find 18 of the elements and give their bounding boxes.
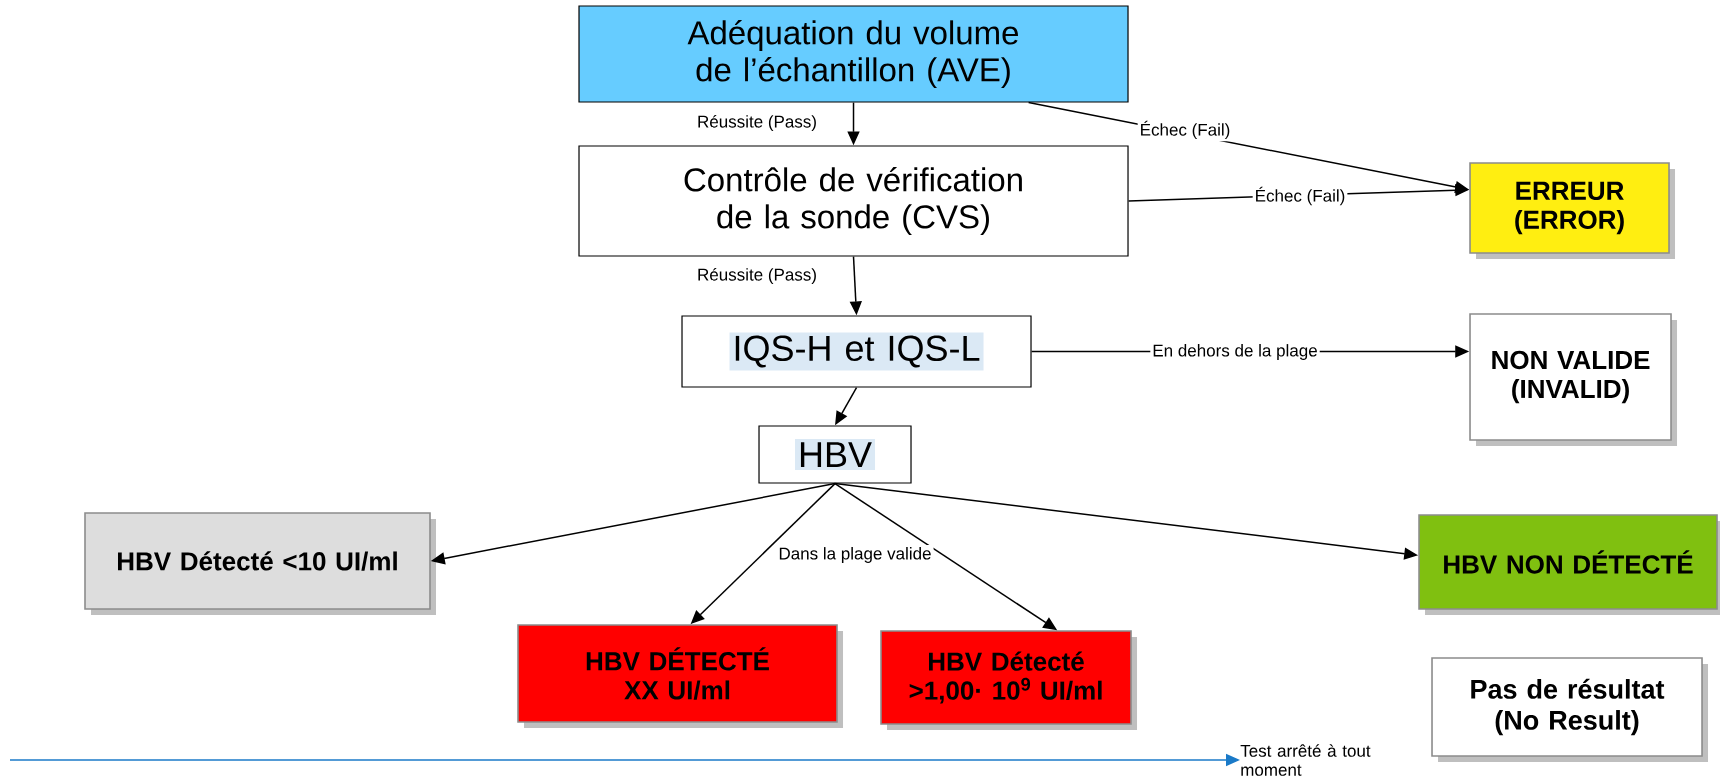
result-box: HBV Détecté >1,00· 10$^{9}$ UI/ml xyxy=(880,630,1137,730)
edge-label: Échec (Fail) xyxy=(1252,184,1348,208)
result-box: ERREUR (ERROR) xyxy=(1469,162,1676,259)
process-box: IQS-H et IQS-L xyxy=(681,315,1032,388)
edge-label: Réussite (Pass) xyxy=(695,266,819,286)
process-box: Contrôle de vérification de la sonde (CVS) xyxy=(578,145,1129,257)
process-box: HBV xyxy=(758,425,912,484)
result-box: NON VALIDE (INVALID) xyxy=(1469,313,1678,446)
edge-label: Réussite (Pass) xyxy=(695,113,819,133)
edge-label: En dehors de la plage xyxy=(1150,342,1320,362)
result-box: Pas de résultat (No Result) xyxy=(1431,657,1708,762)
note-text: Test arrêté à tout moment xyxy=(1240,744,1371,776)
result-box: HBV NON DÉTECTÉ xyxy=(1418,514,1720,615)
edge-label: Échec (Fail) xyxy=(1137,118,1233,142)
process-box: Adéquation du volume de l’échantillon (AVE) xyxy=(578,5,1129,103)
result-box: HBV Détecté <10 UI/ml xyxy=(84,512,436,615)
edge-label: Dans la plage valide xyxy=(776,545,934,565)
result-box: HBV DÉTECTÉ XX UI/ml xyxy=(517,624,843,728)
